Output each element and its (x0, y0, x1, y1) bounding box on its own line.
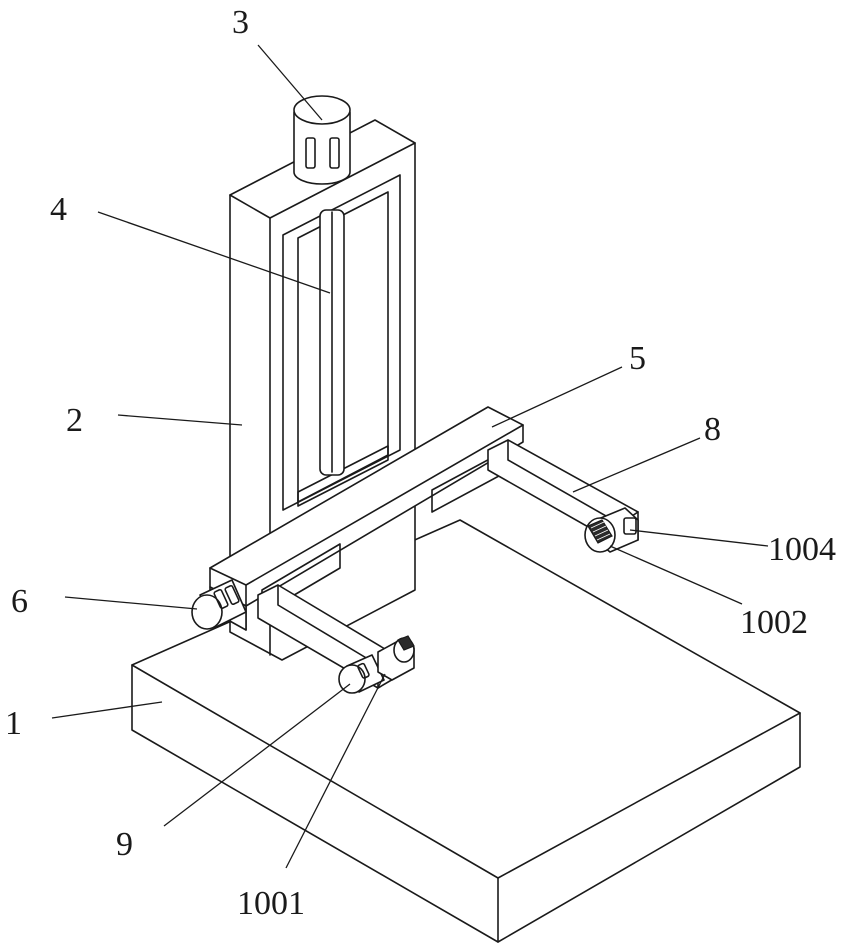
leader-1002 (609, 545, 743, 605)
leader-5 (491, 366, 623, 428)
label-1001: 1001 (237, 885, 305, 922)
arm-knob (338, 654, 385, 694)
leader-1 (51, 701, 163, 719)
clamp-head-1002 (584, 507, 639, 553)
label-motor: 3 (232, 4, 249, 41)
leader-1001 (285, 673, 386, 869)
motor (293, 95, 351, 185)
label-arm: 8 (704, 411, 721, 448)
leader-8 (572, 437, 701, 493)
leader-2 (117, 414, 243, 426)
leader-9 (163, 683, 351, 827)
label-screw: 4 (50, 191, 67, 228)
clamp-head-1001 (377, 635, 415, 681)
label-1004: 1004 (768, 531, 836, 568)
label-1002: 1002 (740, 604, 808, 641)
crossbeam-knob (191, 579, 247, 630)
clamp-pin-1004 (623, 517, 637, 535)
lead-screw (319, 209, 345, 476)
label-arm-knob: 9 (116, 826, 133, 863)
label-crossbeam: 5 (629, 340, 646, 377)
leader-4 (97, 211, 331, 294)
label-column: 2 (66, 402, 83, 439)
leader-3 (257, 44, 323, 121)
leader-1004 (629, 529, 769, 547)
label-base: 1 (5, 705, 22, 742)
reference-numerals: 1 2 3 4 5 6 8 9 1001 1002 1004 (5, 4, 836, 922)
leader-6 (64, 596, 198, 610)
leader-lines (51, 44, 769, 869)
label-crossbeam-knob: 6 (11, 583, 28, 620)
